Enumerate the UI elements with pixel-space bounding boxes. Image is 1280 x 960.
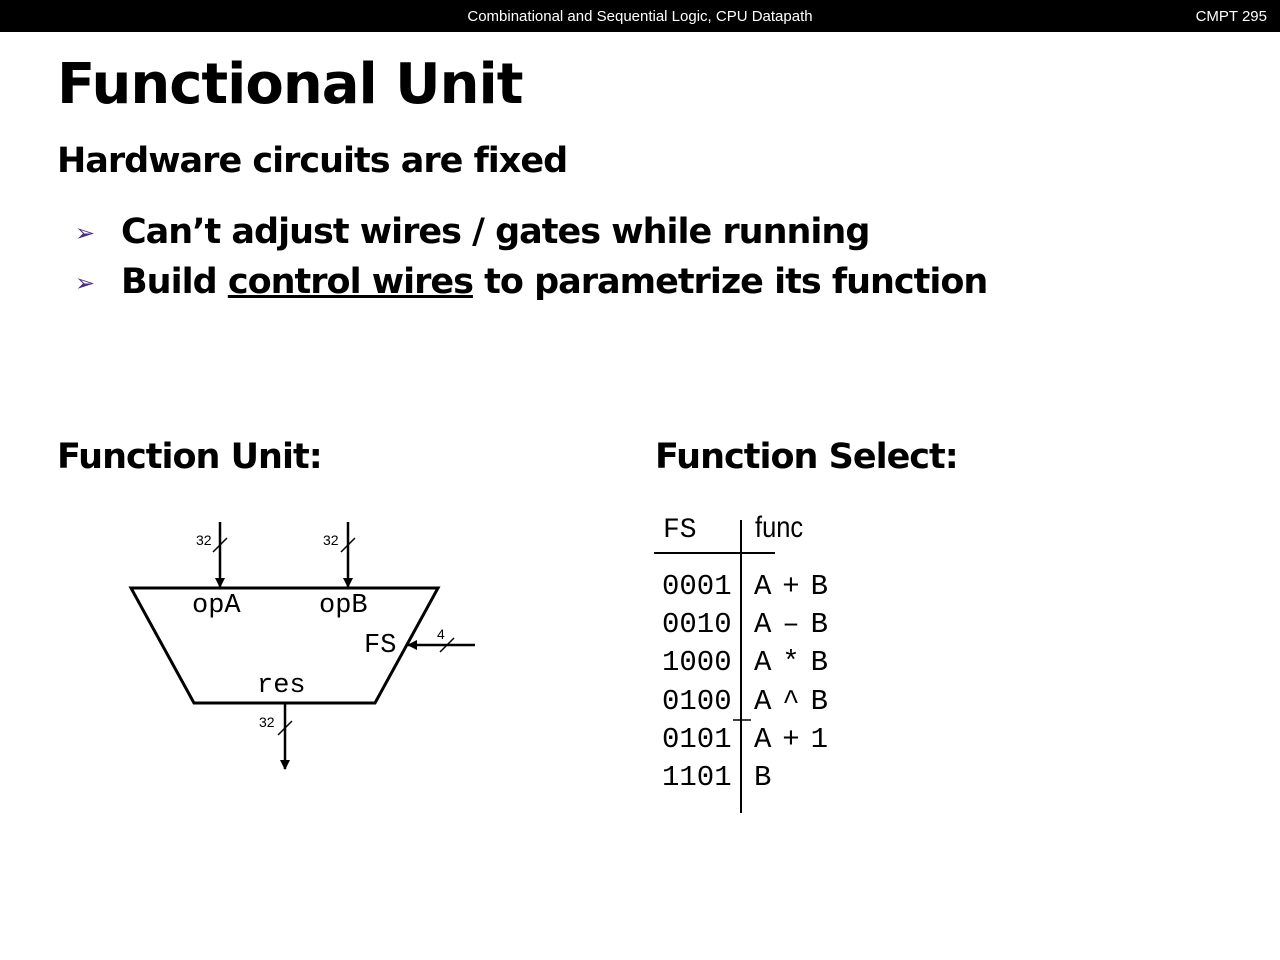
func-value: A + B [754,570,828,603]
bullet-text-pre: Build [121,262,228,302]
arrowhead-bullet-icon: ➢ [75,269,95,297]
res-label: res [257,671,306,701]
table-row: 0101 A + 1 [662,723,828,756]
header-bar: Combinational and Sequential Logic, CPU … [0,0,1280,32]
func-value: A * B [754,646,828,679]
table-row: 0010 A – B [662,608,828,641]
table-row: 1000 A * B [662,646,828,679]
func-value: B [754,761,771,794]
fs-code: 0010 [662,608,732,641]
fs-code: 0001 [662,570,732,603]
arrowhead-bullet-icon: ➢ [75,219,95,247]
column-header-func: func [755,510,803,543]
res-width-slash [277,720,293,736]
slide-title: Functional Unit [57,52,523,117]
table-row: 1101 B [662,761,771,794]
table-row: 0100 A ^ B [662,685,828,718]
function-unit-heading: Function Unit: [57,437,323,477]
bullet-1: ➢ Can’t adjust wires / gates while runnin… [75,212,870,252]
opB-width: 32 [323,532,339,548]
bullet-text-post: to parametrize its function [472,262,988,302]
function-select-table: FS func 0001 A + B 0010 A – B 1000 A * B… [654,510,828,813]
bullet-text-underlined: control wires [227,262,474,302]
opA-width-slash [212,537,228,553]
fs-code: 0101 [662,723,732,756]
opA-label: opA [192,591,241,621]
bullet-2: ➢ Build control wires to parametrize its … [75,262,988,302]
bullet-text: Can’t adjust wires / gates while running [121,212,870,252]
fs-label: FS [364,631,396,661]
opB-label: opB [319,591,368,621]
course-title: Combinational and Sequential Logic, CPU … [467,8,813,25]
alu-trapezoid [128,586,441,705]
column-header-fs: FS [663,515,697,546]
opA-width: 32 [196,532,212,548]
func-value: A – B [754,608,828,641]
table-row: 0001 A + B [662,570,828,603]
fs-width-slash [439,637,455,653]
func-value: A + 1 [754,723,828,756]
fs-width: 4 [437,626,445,642]
function-unit-diagram: 32 32 4 32 opA opB FS res [128,522,475,770]
function-select-heading: Function Select: [655,437,959,477]
res-width: 32 [259,714,275,730]
slide-subtitle: Hardware circuits are fixed [57,141,568,181]
func-value: A ^ B [754,685,828,718]
course-code: CMPT 295 [1195,8,1267,25]
fs-code: 0100 [662,685,732,718]
opB-width-slash [340,537,356,553]
fs-code: 1101 [662,761,732,794]
fs-code: 1000 [662,646,732,679]
